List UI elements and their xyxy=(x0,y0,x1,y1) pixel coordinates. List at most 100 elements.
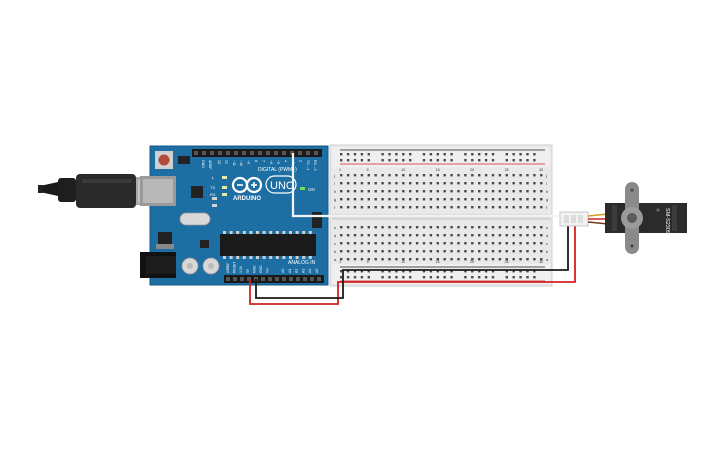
rail-hole[interactable] xyxy=(429,153,433,156)
terminal-hole[interactable] xyxy=(484,182,488,185)
rail-hole[interactable] xyxy=(436,153,439,156)
terminal-hole[interactable] xyxy=(526,226,529,229)
terminal-hole[interactable] xyxy=(498,198,502,201)
header-hole[interactable] xyxy=(194,151,198,155)
terminal-hole[interactable] xyxy=(402,206,405,209)
terminal-hole[interactable] xyxy=(422,198,426,201)
terminal-hole[interactable] xyxy=(484,258,488,261)
terminal-hole[interactable] xyxy=(512,182,515,185)
terminal-hole[interactable] xyxy=(526,242,529,245)
rail-hole[interactable] xyxy=(346,159,350,162)
rail-hole[interactable] xyxy=(340,159,343,162)
terminal-hole[interactable] xyxy=(519,242,522,245)
terminal-hole[interactable] xyxy=(367,190,370,193)
terminal-hole[interactable] xyxy=(402,234,405,237)
terminal-hole[interactable] xyxy=(533,226,536,229)
rail-hole[interactable] xyxy=(346,153,350,156)
terminal-hole[interactable] xyxy=(533,190,536,193)
terminal-hole[interactable] xyxy=(443,174,446,177)
rail-hole[interactable] xyxy=(526,270,529,273)
terminal-hole[interactable] xyxy=(533,258,536,261)
rail-hole[interactable] xyxy=(505,153,508,156)
terminal-hole[interactable] xyxy=(353,242,357,245)
terminal-hole[interactable] xyxy=(464,198,467,201)
terminal-hole[interactable] xyxy=(512,242,515,245)
terminal-hole[interactable] xyxy=(429,190,433,193)
terminal-hole[interactable] xyxy=(478,174,481,177)
terminal-hole[interactable] xyxy=(429,206,433,209)
rail-hole[interactable] xyxy=(429,270,433,273)
rail-hole[interactable] xyxy=(484,270,488,273)
terminal-hole[interactable] xyxy=(484,198,488,201)
terminal-hole[interactable] xyxy=(491,190,495,193)
terminal-hole[interactable] xyxy=(512,198,515,201)
terminal-hole[interactable] xyxy=(429,174,433,177)
terminal-hole[interactable] xyxy=(402,250,405,253)
terminal-hole[interactable] xyxy=(526,206,529,209)
rail-hole[interactable] xyxy=(436,276,439,279)
terminal-hole[interactable] xyxy=(484,206,488,209)
terminal-hole[interactable] xyxy=(540,258,543,261)
rail-hole[interactable] xyxy=(409,270,412,273)
terminal-hole[interactable] xyxy=(346,258,350,261)
rail-hole[interactable] xyxy=(422,153,426,156)
rail-hole[interactable] xyxy=(519,270,522,273)
terminal-hole[interactable] xyxy=(498,234,502,237)
terminal-hole[interactable] xyxy=(443,234,446,237)
rail-hole[interactable] xyxy=(512,159,515,162)
terminal-hole[interactable] xyxy=(540,190,543,193)
terminal-hole[interactable] xyxy=(450,182,453,185)
rail-hole[interactable] xyxy=(471,153,474,156)
terminal-hole[interactable] xyxy=(484,250,488,253)
terminal-hole[interactable] xyxy=(505,174,508,177)
terminal-hole[interactable] xyxy=(429,226,433,229)
rail-hole[interactable] xyxy=(443,276,446,279)
terminal-hole[interactable] xyxy=(471,174,474,177)
terminal-hole[interactable] xyxy=(519,226,522,229)
rail-hole[interactable] xyxy=(422,270,426,273)
terminal-hole[interactable] xyxy=(388,258,391,261)
terminal-hole[interactable] xyxy=(512,174,515,177)
terminal-hole[interactable] xyxy=(381,206,384,209)
terminal-hole[interactable] xyxy=(526,174,529,177)
terminal-hole[interactable] xyxy=(388,190,391,193)
terminal-hole[interactable] xyxy=(402,198,405,201)
terminal-hole[interactable] xyxy=(450,190,453,193)
terminal-hole[interactable] xyxy=(360,198,364,201)
terminal-hole[interactable] xyxy=(395,242,398,245)
terminal-hole[interactable] xyxy=(443,206,446,209)
terminal-hole[interactable] xyxy=(367,258,370,261)
terminal-hole[interactable] xyxy=(540,182,543,185)
terminal-hole[interactable] xyxy=(457,190,460,193)
terminal-hole[interactable] xyxy=(457,182,460,185)
terminal-hole[interactable] xyxy=(395,206,398,209)
terminal-hole[interactable] xyxy=(415,258,419,261)
terminal-hole[interactable] xyxy=(402,174,405,177)
terminal-hole[interactable] xyxy=(526,258,529,261)
terminal-hole[interactable] xyxy=(346,242,350,245)
terminal-hole[interactable] xyxy=(395,190,398,193)
terminal-hole[interactable] xyxy=(374,174,377,177)
terminal-hole[interactable] xyxy=(381,242,384,245)
terminal-hole[interactable] xyxy=(422,242,426,245)
terminal-hole[interactable] xyxy=(374,182,377,185)
rail-hole[interactable] xyxy=(353,276,357,279)
terminal-hole[interactable] xyxy=(436,206,439,209)
terminal-hole[interactable] xyxy=(374,198,377,201)
terminal-hole[interactable] xyxy=(519,182,522,185)
rail-hole[interactable] xyxy=(422,159,426,162)
rail-hole[interactable] xyxy=(478,270,481,273)
terminal-hole[interactable] xyxy=(491,258,495,261)
terminal-hole[interactable] xyxy=(533,182,536,185)
terminal-hole[interactable] xyxy=(381,258,384,261)
terminal-hole[interactable] xyxy=(422,258,426,261)
terminal-hole[interactable] xyxy=(478,198,481,201)
header-hole[interactable] xyxy=(218,151,222,155)
header-hole[interactable] xyxy=(289,277,293,281)
terminal-hole[interactable] xyxy=(464,174,467,177)
rail-hole[interactable] xyxy=(464,159,467,162)
header-hole[interactable] xyxy=(282,151,286,155)
terminal-hole[interactable] xyxy=(395,226,398,229)
terminal-hole[interactable] xyxy=(471,206,474,209)
terminal-hole[interactable] xyxy=(429,198,433,201)
